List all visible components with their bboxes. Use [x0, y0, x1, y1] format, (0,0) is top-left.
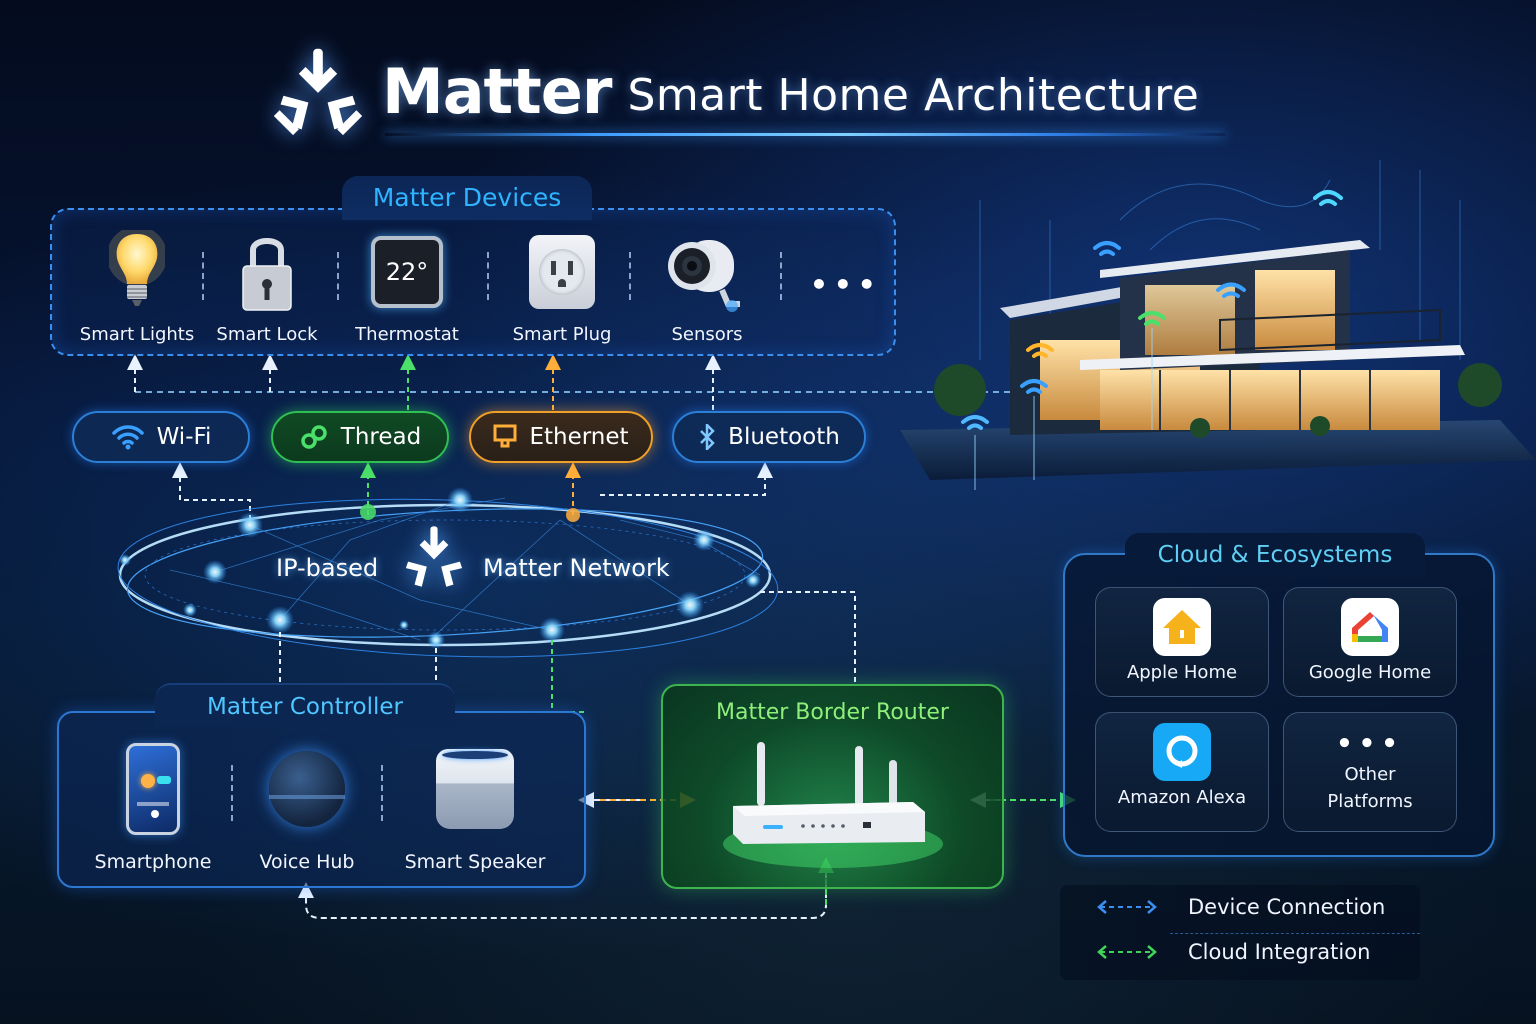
- ecosystem-apple-home[interactable]: Apple Home: [1095, 587, 1269, 697]
- page-title: Matter Smart Home Architecture: [270, 36, 1199, 146]
- controller-smart-speaker[interactable]: Smart Speaker: [395, 739, 555, 873]
- protocol-wifi[interactable]: Wi-Fi: [72, 411, 250, 463]
- device-smart-lock[interactable]: Smart Lock: [192, 230, 342, 345]
- cloud-ecosystems-panel: Cloud & Ecosystems Apple Home Google Hom…: [1063, 533, 1495, 857]
- divider: [202, 252, 204, 300]
- legend-item-device-connection: Device Connection: [1096, 895, 1385, 919]
- network-label-right: Matter Network: [483, 554, 670, 582]
- wifi-icon: [111, 425, 144, 450]
- title-underline: [385, 133, 1225, 136]
- bluetooth-icon: [700, 424, 715, 450]
- alexa-icon: [1153, 723, 1211, 781]
- title-brand: Matter: [382, 54, 612, 128]
- google-home-icon: [1341, 598, 1399, 656]
- device-thermostat[interactable]: 22° Thermostat: [332, 230, 482, 345]
- ethernet-icon: [493, 424, 517, 448]
- smartphone-icon: [126, 743, 180, 835]
- matter-devices-panel: Matter Devices Smart Lights Smart Lock: [50, 176, 896, 356]
- title-subtitle: Smart Home Architecture: [627, 69, 1200, 121]
- ecosystem-google-home[interactable]: Google Home: [1283, 587, 1457, 697]
- protocol-thread[interactable]: Thread: [271, 411, 449, 463]
- matter-border-router-panel[interactable]: Matter Border Router: [661, 684, 1004, 889]
- divider: [629, 252, 631, 300]
- thermostat-icon: 22°: [371, 236, 443, 308]
- device-smart-plug[interactable]: Smart Plug: [487, 230, 637, 345]
- panel-title: Matter Devices: [342, 176, 592, 220]
- controller-smartphone[interactable]: Smartphone: [73, 739, 233, 873]
- legend-item-cloud-integration: Cloud Integration: [1096, 940, 1370, 964]
- apple-home-icon: [1153, 598, 1211, 656]
- padlock-icon: [242, 238, 292, 311]
- divider: [1170, 933, 1420, 934]
- divider: [337, 252, 339, 300]
- ecosystem-amazon-alexa[interactable]: Amazon Alexa: [1095, 712, 1269, 832]
- legend: Device Connection Cloud Integration: [1060, 885, 1420, 980]
- network-label-left: IP-based: [276, 554, 379, 582]
- matter-controller-panel: Matter Controller Smartphone Voice Hub: [57, 683, 586, 888]
- camera-sensor-icon: [668, 240, 740, 312]
- panel-title: Matter Border Router: [716, 700, 949, 725]
- divider: [780, 252, 782, 300]
- controller-voice-hub[interactable]: Voice Hub: [227, 739, 387, 873]
- protocol-bluetooth[interactable]: Bluetooth: [672, 411, 866, 463]
- matter-logo-icon: [273, 48, 363, 136]
- smart-speaker-icon: [436, 749, 514, 829]
- device-sensors[interactable]: Sensors: [632, 230, 782, 345]
- light-bulb-icon: [109, 230, 165, 306]
- thread-icon: [301, 425, 327, 449]
- power-outlet-icon: [529, 235, 595, 309]
- device-smart-lights[interactable]: Smart Lights: [62, 230, 212, 345]
- network-ring: [117, 487, 779, 658]
- voice-hub-icon: [269, 751, 345, 827]
- panel-title: Cloud & Ecosystems: [1125, 533, 1425, 577]
- blue-bidirectional-arrow-icon: [1097, 900, 1157, 914]
- router-icon: [723, 742, 943, 868]
- matter-logo-icon: [405, 526, 463, 587]
- protocol-ethernet[interactable]: Ethernet: [469, 411, 653, 463]
- ecosystem-other-platforms[interactable]: ••• Other Platforms: [1283, 712, 1457, 832]
- divider: [231, 765, 233, 821]
- divider: [381, 765, 383, 821]
- more-devices-icon[interactable]: •••: [810, 268, 882, 301]
- green-bidirectional-arrow-icon: [1097, 945, 1157, 959]
- divider: [487, 252, 489, 300]
- smart-house-illustration: [900, 160, 1536, 490]
- panel-title: Matter Controller: [155, 683, 455, 727]
- more-dots-icon: •••: [1336, 729, 1404, 759]
